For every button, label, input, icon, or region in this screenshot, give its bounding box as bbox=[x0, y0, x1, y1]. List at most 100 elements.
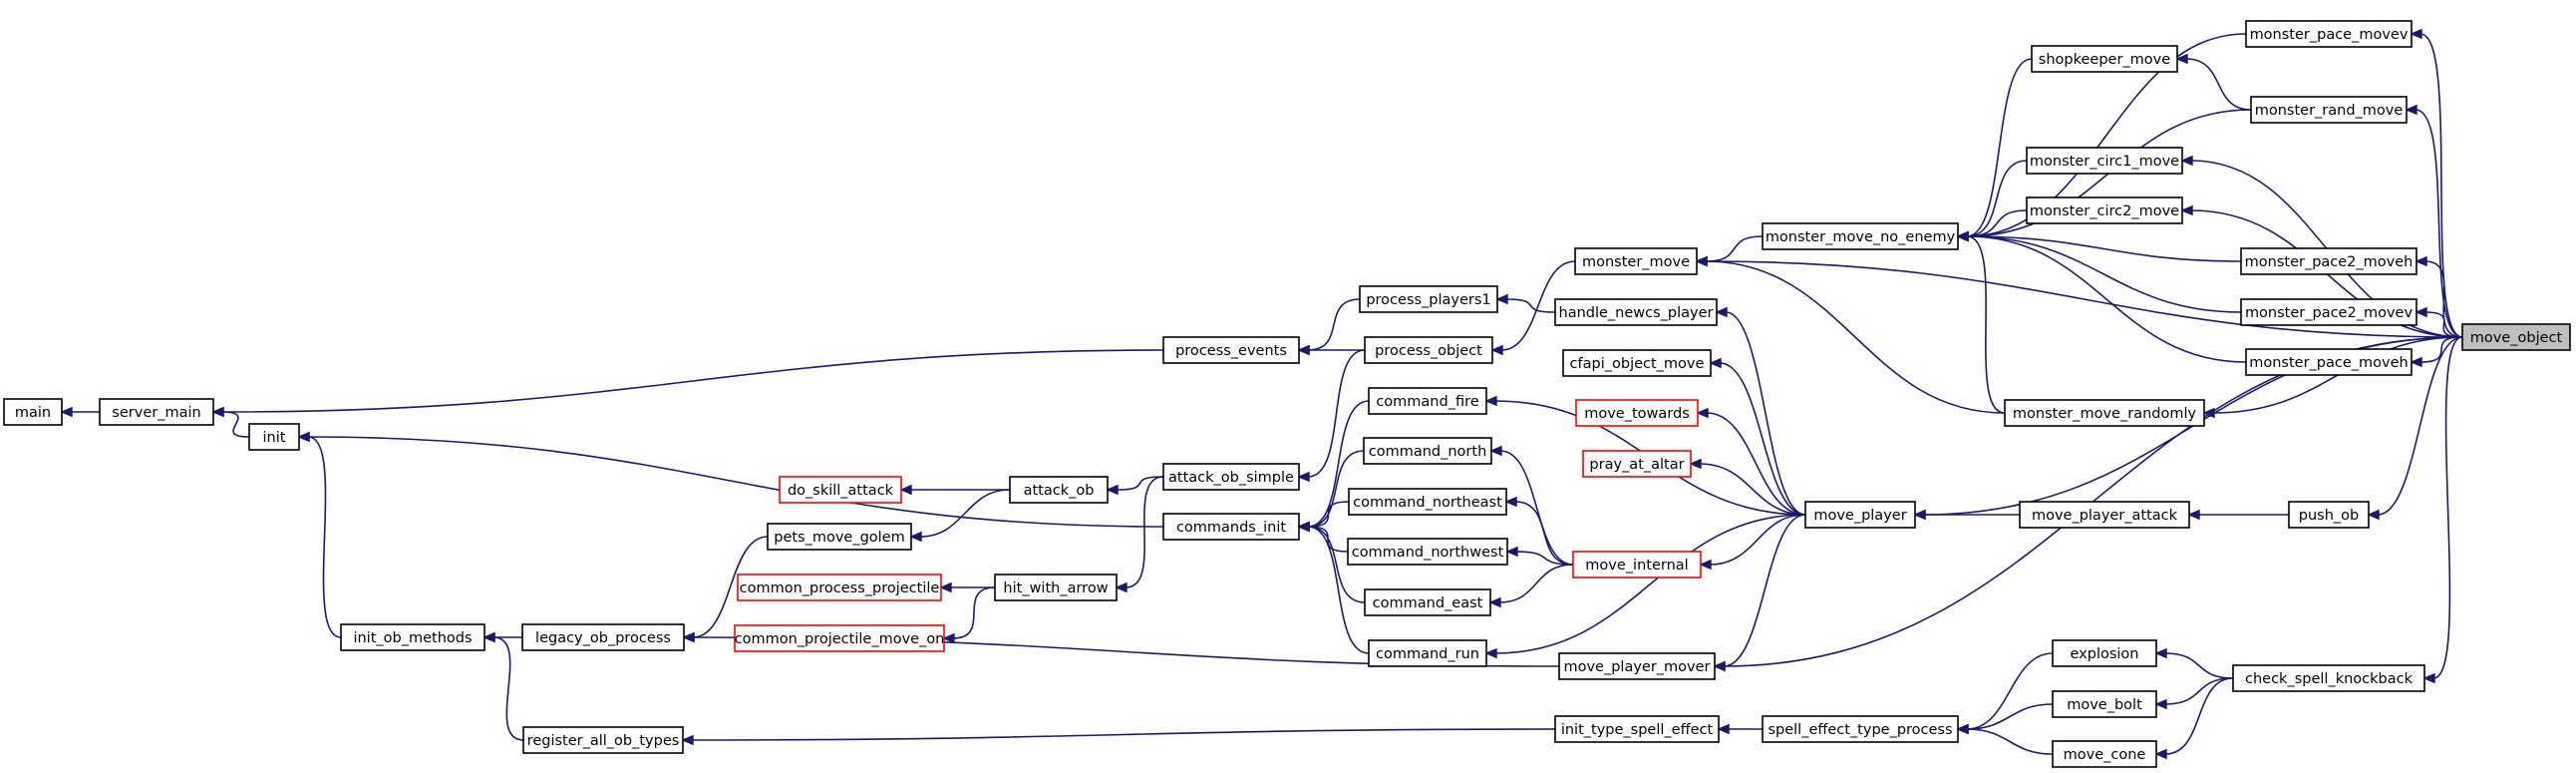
node-process-object[interactable]: process_object bbox=[1364, 336, 1493, 364]
node-box[interactable] bbox=[734, 624, 945, 652]
node-monster-move[interactable]: monster_move bbox=[1574, 247, 1698, 275]
node-explosion[interactable]: explosion bbox=[2052, 639, 2157, 667]
node-box[interactable] bbox=[2019, 501, 2190, 529]
node-box[interactable] bbox=[521, 623, 685, 651]
node-box[interactable] bbox=[340, 623, 485, 651]
node-command-fire[interactable]: command_fire bbox=[1368, 387, 1487, 415]
node-commands-init[interactable]: commands_init bbox=[1162, 513, 1300, 541]
node-pray-at-altar[interactable]: pray_at_altar bbox=[1582, 450, 1692, 478]
node-monster-pace2-moveh[interactable]: monster_pace2_moveh bbox=[2240, 247, 2417, 275]
node-box[interactable] bbox=[1574, 247, 1698, 275]
node-monster-move-no-enemy[interactable]: monster_move_no_enemy bbox=[1762, 222, 1959, 250]
node-box[interactable] bbox=[1347, 538, 1508, 566]
node-box[interactable] bbox=[2240, 298, 2417, 326]
node-command-east[interactable]: command_east bbox=[1364, 588, 1491, 616]
node-command-run[interactable]: command_run bbox=[1368, 639, 1487, 667]
node-box[interactable] bbox=[1762, 715, 1959, 743]
node-monster-move-randomly[interactable]: monster_move_randomly bbox=[2004, 399, 2205, 427]
node-box[interactable] bbox=[1554, 715, 1720, 743]
node-box[interactable] bbox=[2245, 20, 2413, 48]
node-box[interactable] bbox=[2052, 740, 2157, 768]
node-init-type-spell-effect[interactable]: init_type_spell_effect bbox=[1554, 715, 1720, 743]
node-box[interactable] bbox=[1562, 349, 1712, 377]
node-legacy-ob-process[interactable]: legacy_ob_process bbox=[521, 623, 685, 651]
node-process-events[interactable]: process_events bbox=[1162, 336, 1300, 364]
node-box[interactable] bbox=[1558, 652, 1716, 680]
node-box[interactable] bbox=[1162, 336, 1300, 364]
node-common-process-projectile[interactable]: common_process_projectile bbox=[737, 574, 942, 601]
node-box[interactable] bbox=[779, 476, 902, 504]
node-box[interactable] bbox=[994, 574, 1118, 601]
node-box[interactable] bbox=[2026, 147, 2183, 175]
node-init-ob-methods[interactable]: init_ob_methods bbox=[340, 623, 485, 651]
node-register-all-ob-types[interactable]: register_all_ob_types bbox=[522, 726, 684, 754]
node-box[interactable] bbox=[1364, 588, 1491, 616]
node-box[interactable] bbox=[3, 398, 63, 426]
node-shopkeeper-move[interactable]: shopkeeper_move bbox=[2031, 45, 2178, 73]
node-box[interactable] bbox=[2232, 664, 2425, 692]
node-spell-effect-type-process[interactable]: spell_effect_type_process bbox=[1762, 715, 1959, 743]
node-move-player-attack[interactable]: move_player_attack bbox=[2019, 501, 2190, 529]
node-box[interactable] bbox=[1368, 387, 1487, 415]
node-box[interactable] bbox=[1359, 285, 1498, 313]
node-box[interactable] bbox=[522, 726, 684, 754]
node-command-north[interactable]: command_north bbox=[1363, 437, 1492, 465]
node-init[interactable]: init bbox=[248, 423, 300, 451]
node-box[interactable] bbox=[1364, 336, 1493, 364]
node-box[interactable] bbox=[1348, 488, 1507, 516]
node-hit-with-arrow[interactable]: hit_with_arrow bbox=[994, 574, 1118, 601]
node-monster-pace-movev[interactable]: monster_pace_movev bbox=[2245, 20, 2413, 48]
node-box[interactable] bbox=[2026, 196, 2183, 224]
node-cfapi-object-move[interactable]: cfapi_object_move bbox=[1562, 349, 1712, 377]
node-box[interactable] bbox=[2240, 247, 2417, 275]
node-monster-pace-moveh[interactable]: monster_pace_moveh bbox=[2245, 348, 2413, 376]
node-box[interactable] bbox=[2031, 45, 2178, 73]
node-box[interactable] bbox=[2461, 323, 2571, 351]
node-monster-pace2-movev[interactable]: monster_pace2_movev bbox=[2240, 298, 2417, 326]
node-check-spell-knockback[interactable]: check_spell_knockback bbox=[2232, 664, 2425, 692]
node-box[interactable] bbox=[1575, 399, 1699, 427]
node-box[interactable] bbox=[767, 523, 912, 551]
node-move-bolt[interactable]: move_bolt bbox=[2052, 690, 2157, 718]
node-move-object[interactable]: move_object bbox=[2461, 323, 2571, 351]
node-box[interactable] bbox=[1009, 476, 1109, 504]
node-box[interactable] bbox=[1554, 298, 1718, 326]
node-server-main[interactable]: server_main bbox=[99, 398, 214, 426]
node-box[interactable] bbox=[1804, 501, 1916, 529]
node-box[interactable] bbox=[2288, 501, 2370, 529]
node-process-players1[interactable]: process_players1 bbox=[1359, 285, 1498, 313]
node-attack-ob[interactable]: attack_ob bbox=[1009, 476, 1109, 504]
node-command-northwest[interactable]: command_northwest bbox=[1347, 538, 1508, 566]
node-box[interactable] bbox=[2245, 348, 2413, 376]
node-box[interactable] bbox=[1572, 551, 1702, 579]
node-move-cone[interactable]: move_cone bbox=[2052, 740, 2157, 768]
node-move-player-mover[interactable]: move_player_mover bbox=[1558, 652, 1716, 680]
node-box[interactable] bbox=[1162, 463, 1300, 491]
node-push-ob[interactable]: push_ob bbox=[2288, 501, 2370, 529]
node-box[interactable] bbox=[1363, 437, 1492, 465]
node-main[interactable]: main bbox=[3, 398, 63, 426]
node-move-player[interactable]: move_player bbox=[1804, 501, 1916, 529]
node-monster-circ2-move[interactable]: monster_circ2_move bbox=[2026, 196, 2183, 224]
node-box[interactable] bbox=[2250, 96, 2408, 124]
node-box[interactable] bbox=[1162, 513, 1300, 541]
node-move-internal[interactable]: move_internal bbox=[1572, 551, 1702, 579]
node-attack-ob-simple[interactable]: attack_ob_simple bbox=[1162, 463, 1300, 491]
node-monster-rand-move[interactable]: monster_rand_move bbox=[2250, 96, 2408, 124]
node-box[interactable] bbox=[737, 574, 942, 601]
node-pets-move-golem[interactable]: pets_move_golem bbox=[767, 523, 912, 551]
node-box[interactable] bbox=[1762, 222, 1959, 250]
node-box[interactable] bbox=[1368, 639, 1487, 667]
node-command-northeast[interactable]: command_northeast bbox=[1348, 488, 1507, 516]
node-do-skill-attack[interactable]: do_skill_attack bbox=[779, 476, 902, 504]
node-box[interactable] bbox=[99, 398, 214, 426]
node-box[interactable] bbox=[2052, 690, 2157, 718]
node-box[interactable] bbox=[2052, 639, 2157, 667]
node-common-projectile-move-on[interactable]: common_projectile_move_on bbox=[734, 624, 945, 652]
node-move-towards[interactable]: move_towards bbox=[1575, 399, 1699, 427]
node-monster-circ1-move[interactable]: monster_circ1_move bbox=[2026, 147, 2183, 175]
node-box[interactable] bbox=[1582, 450, 1692, 478]
node-box[interactable] bbox=[248, 423, 300, 451]
node-handle-newcs-player[interactable]: handle_newcs_player bbox=[1554, 298, 1718, 326]
node-box[interactable] bbox=[2004, 399, 2205, 427]
